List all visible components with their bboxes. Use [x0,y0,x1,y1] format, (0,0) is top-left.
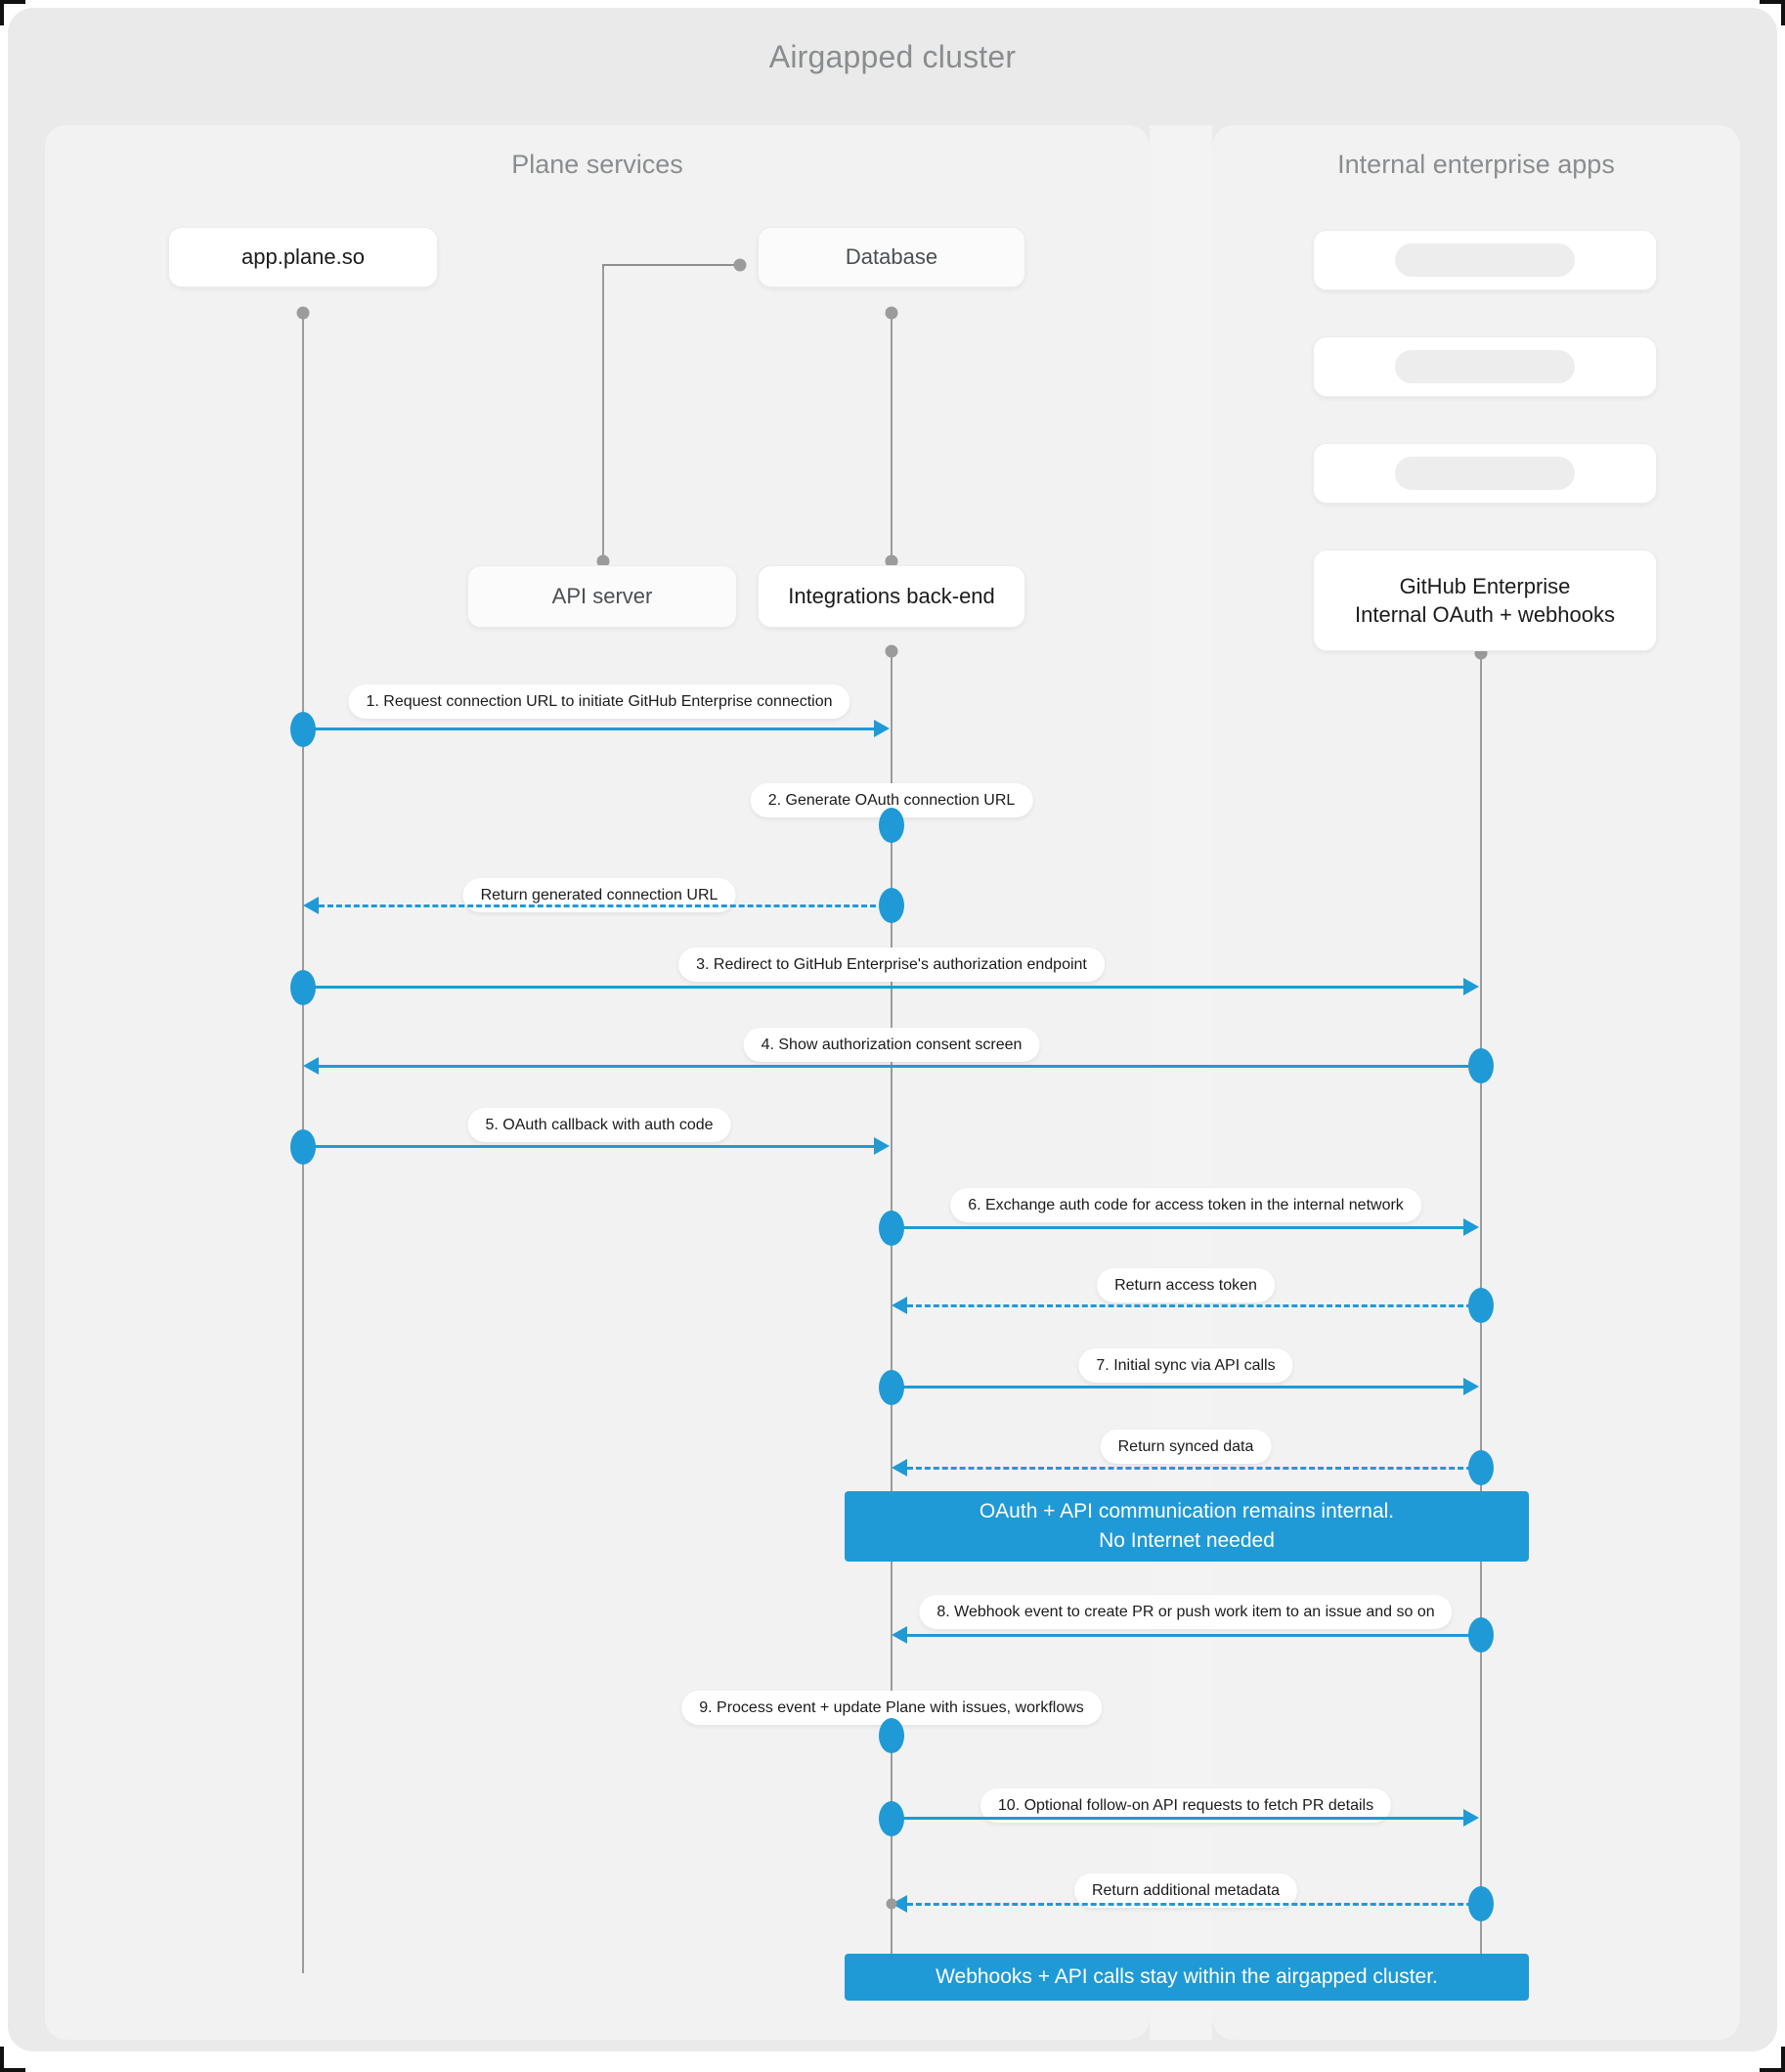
participant-integrations-backend-label: Integrations back-end [788,584,995,609]
note-oauth-internal: OAuth + API communication remains intern… [845,1491,1529,1562]
group-plane-services-title: Plane services [511,150,683,179]
message-line-1 [303,727,875,730]
message-arrow-3 [303,897,319,914]
message-arrow-11 [892,1626,907,1644]
message-label-14: Return additional metadata [1073,1874,1298,1909]
activation-9 [879,1370,904,1405]
crop-mark-bottom-right [1760,2047,1785,2072]
message-line-7 [892,1226,1464,1229]
message-label-4: 3. Redirect to GitHub Enterprise's autho… [678,948,1105,983]
activation-6 [290,1129,316,1165]
message-line-5 [319,1065,1481,1068]
message-line-3 [319,904,876,907]
message-arrow-10 [892,1459,907,1477]
placeholder-pill [1395,350,1575,383]
note-oauth-internal-line1: OAuth + API communication remains intern… [979,1500,1395,1523]
message-label-7: 6. Exchange auth code for access token i… [950,1188,1421,1223]
message-arrow-4 [1463,978,1479,995]
participant-enterprise-app-2[interactable] [1313,336,1657,397]
lifeline-dot-database [885,306,898,320]
message-label-8: Return access token [1097,1268,1275,1303]
participant-github-enterprise[interactable]: GitHub Enterprise Internal OAuth + webho… [1313,550,1657,651]
message-line-14 [907,1903,1481,1906]
lifeline-dot-database-end [885,554,898,568]
group-internal-enterprise-apps-title: Internal enterprise apps [1337,150,1615,179]
message-line-6 [303,1145,875,1148]
message-line-11 [907,1634,1481,1637]
message-line-13 [892,1817,1464,1820]
participant-enterprise-app-3[interactable] [1313,443,1657,504]
lifeline-api-server [602,266,604,563]
participant-api-server[interactable]: API server [467,565,737,628]
group-gap-band [1150,125,1212,2040]
activation-14 [886,1898,897,1910]
connector-dot-database [733,258,747,272]
activation-2 [879,808,904,843]
participant-app-plane-so-label: app.plane.so [241,244,365,270]
activation-8 [1468,1288,1494,1323]
message-arrow-9 [1463,1378,1479,1395]
activation-3 [879,888,904,923]
lifeline-dot-api-server [596,554,610,568]
diagram-title: Airgapped cluster [768,39,1017,74]
message-arrow-6 [874,1137,890,1155]
activation-5 [1468,1048,1494,1083]
message-label-10: Return synced data [1100,1430,1272,1465]
crop-mark-top-right [1760,0,1785,25]
participant-github-enterprise-line2: Internal OAuth + webhooks [1355,602,1615,627]
note-airgapped-line1: Webhooks + API calls stay within the air… [936,1965,1438,1989]
participant-api-server-label: API server [551,584,653,609]
participant-database-label: Database [845,244,938,270]
activation-11 [1468,1617,1494,1653]
crop-mark-top-left [0,0,25,25]
connector-vertical-api-to-database [602,264,604,268]
note-oauth-internal-line2: No Internet needed [1099,1529,1275,1552]
activation-14b [1468,1886,1494,1921]
placeholder-pill [1395,457,1575,490]
participant-integrations-backend[interactable]: Integrations back-end [758,565,1025,628]
message-arrow-8 [892,1297,907,1314]
activation-12 [879,1718,904,1753]
activation-13 [879,1801,904,1836]
lifeline-dot-app-plane-so [296,306,310,320]
crop-mark-bottom-left [0,2047,25,2072]
message-line-9 [892,1386,1464,1389]
connector-horizontal-api-to-database [602,264,741,266]
message-label-11: 8. Webhook event to create PR or push wo… [919,1595,1453,1630]
participant-app-plane-so[interactable]: app.plane.so [168,227,438,287]
activation-4 [290,970,316,1005]
activation-10 [1468,1450,1494,1485]
message-line-4 [303,986,1464,989]
participant-enterprise-app-1[interactable] [1313,230,1657,290]
message-arrow-13 [1463,1809,1479,1827]
message-arrow-7 [1463,1218,1479,1236]
participant-github-enterprise-line1: GitHub Enterprise [1399,573,1571,598]
message-label-6: 5. OAuth callback with auth code [467,1108,731,1143]
message-line-8 [907,1304,1481,1307]
message-label-5: 4. Show authorization consent screen [743,1028,1040,1063]
lifeline-database [891,311,892,563]
message-label-9: 7. Initial sync via API calls [1078,1348,1293,1384]
message-line-10 [907,1467,1481,1470]
activation-1 [290,712,316,747]
participant-database[interactable]: Database [758,227,1025,287]
lifeline-dot-integrations-backend [885,644,898,658]
placeholder-pill [1395,243,1575,277]
group-plane-services: Plane services [45,125,1150,2040]
message-label-1: 1. Request connection URL to initiate Gi… [348,684,850,720]
activation-7 [879,1211,904,1246]
message-arrow-1 [874,720,890,737]
message-label-2: 2. Generate OAuth connection URL [750,783,1033,818]
note-airgapped: Webhooks + API calls stay within the air… [845,1954,1529,2001]
message-arrow-5 [303,1057,319,1075]
